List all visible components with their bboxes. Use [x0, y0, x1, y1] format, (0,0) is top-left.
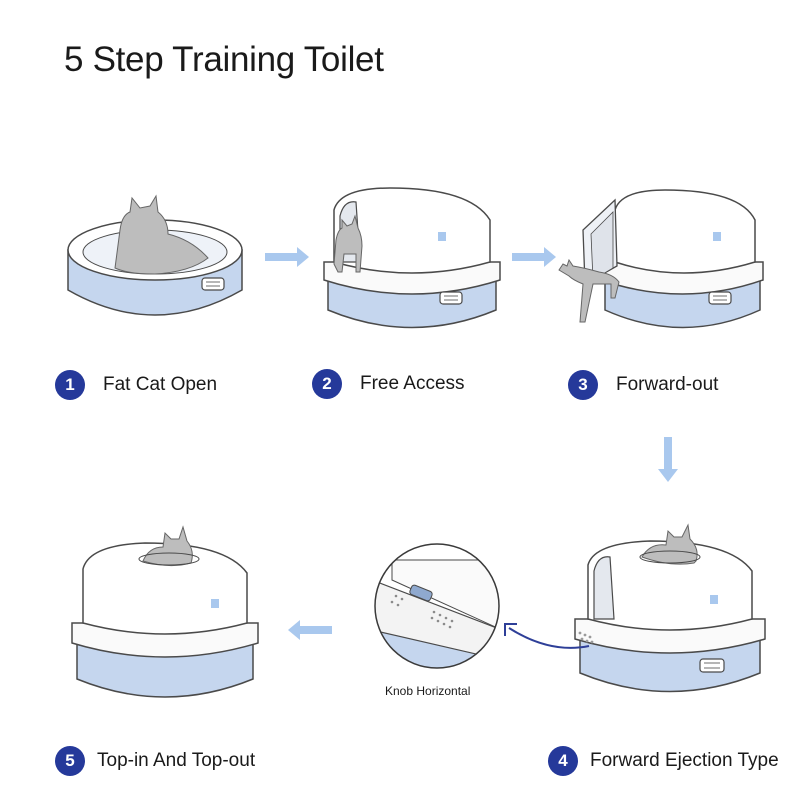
hooded-door-illustration [323, 187, 501, 329]
knob-zoom-illustration [374, 543, 500, 669]
step-1-label: 1 Fat Cat Open [55, 370, 217, 400]
knob-caption: Knob Horizontal [385, 684, 471, 698]
step-number-badge: 4 [548, 746, 578, 776]
step-2-label: 2 Free Access [312, 369, 465, 399]
arrow-down-icon [658, 437, 678, 482]
arrow-right-icon [265, 247, 309, 267]
forward-ejection-illustration [574, 523, 766, 693]
open-tray-illustration [67, 194, 243, 316]
step-label-text: Top-in And Top-out [97, 750, 256, 771]
top-entry-illustration [71, 525, 259, 698]
pointer-arrow-icon [504, 623, 590, 649]
step-5-label: 5 Top-in And Top-out [55, 746, 255, 776]
step-number-badge: 5 [55, 746, 85, 776]
step-label-text: Forward Ejection Type [590, 750, 779, 771]
hooded-exit-illustration [558, 189, 764, 329]
step-number-badge: 1 [55, 370, 85, 400]
step-label-text: Free Access [360, 373, 465, 394]
arrow-left-icon [288, 620, 332, 640]
step-3-label: 3 Forward-out [568, 370, 718, 400]
step-label-text: Forward-out [616, 374, 719, 395]
step-number-badge: 3 [568, 370, 598, 400]
step-4-label: 4 Forward Ejection Type [548, 746, 779, 776]
step-number-badge: 2 [312, 369, 342, 399]
arrow-right-icon [512, 247, 556, 267]
page-title: 5 Step Training Toilet [64, 40, 384, 79]
step-label-text: Fat Cat Open [103, 374, 218, 395]
